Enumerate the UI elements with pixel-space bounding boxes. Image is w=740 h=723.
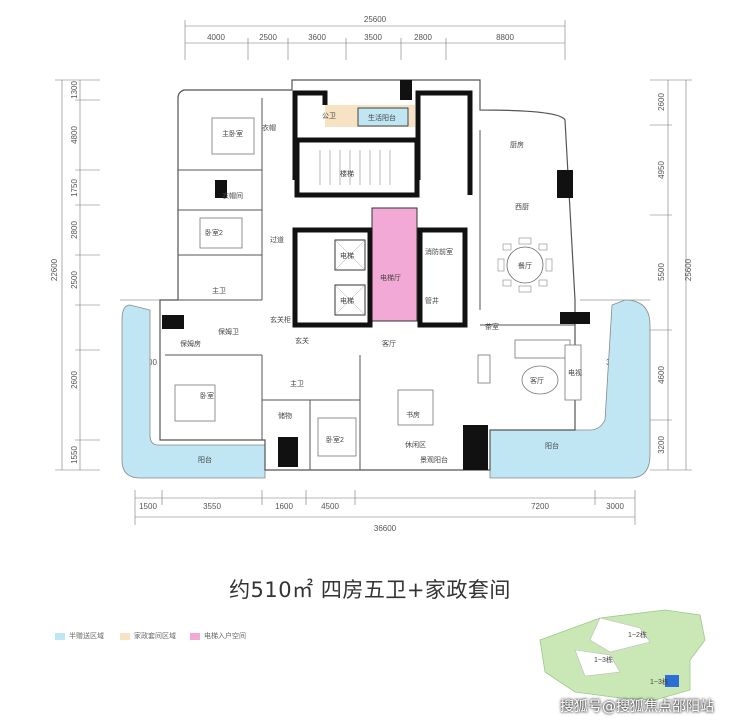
site-map: 1~2栋 1~3栋 1~3栋 [539, 609, 706, 701]
left-dim-2: 4800 [70, 126, 79, 144]
top-dim-4: 3500 [364, 33, 382, 42]
right-dim-4: 4600 [657, 366, 666, 384]
legend-label: 家政套间区域 [134, 633, 176, 640]
balconies [120, 299, 651, 479]
room-label-foyer: 客厅 [382, 339, 396, 348]
legend-item-1: 半赠送区域 [55, 631, 104, 641]
right-dim-3: 5500 [657, 263, 666, 281]
room-label-dining: 餐厅 [518, 261, 532, 270]
columns [162, 80, 590, 470]
room-label-bedroom-3: 卧室 [200, 391, 214, 400]
room-label-storage: 储物 [278, 411, 292, 420]
core-walls [292, 90, 473, 328]
top-dim-5: 2800 [414, 33, 432, 42]
room-label-bedroom-4: 卧室2 [326, 435, 344, 444]
room-label-shaft: 管井 [425, 296, 439, 305]
room-label-entry-hall: 玄关柜 [270, 315, 291, 324]
legend-label: 电梯入户空间 [204, 633, 246, 640]
left-dim-3: 1750 [70, 179, 79, 197]
room-label-bedroom-1: 主卧室 [222, 129, 243, 138]
legend-swatch [190, 632, 200, 640]
beds [174, 117, 434, 457]
room-label-fire-hall: 消防前室 [425, 247, 453, 256]
room-label-living: 客厅 [530, 376, 544, 385]
room-label-tv: 电视 [568, 368, 582, 377]
room-label-stair: 楼梯 [340, 169, 354, 178]
plan-title: 约510㎡ 四房五卫+家政套间 [229, 578, 511, 602]
legend-label: 半赠送区域 [69, 633, 104, 640]
room-label-elevator-a: 电梯 [340, 251, 354, 260]
left-total-dim: 22600 [50, 258, 59, 281]
elevator-hall-zone [371, 207, 418, 322]
right-dim-5: 3200 [657, 436, 666, 454]
room-label-lounge: 休闲区 [405, 440, 426, 449]
room-label-nanny-bath: 保姆卫 [218, 327, 239, 336]
bottom-dim-1: 1500 [139, 502, 157, 511]
kitchen-balcony [357, 107, 409, 127]
bottom-dimension [134, 490, 636, 525]
legend-item-2: 家政套间区域 [120, 631, 176, 641]
bottom-dim-6: 3000 [606, 502, 624, 511]
bottom-dim-2: 3550 [203, 502, 221, 511]
room-label-tea: 茶室 [485, 322, 499, 331]
site-label-2: 1~3栋 [594, 655, 613, 664]
partitions [165, 98, 575, 470]
top-dimension [184, 20, 566, 60]
room-label-balcony-mid: 景观阳台 [420, 455, 448, 464]
bottom-dim-4: 4500 [321, 502, 339, 511]
legend-swatch [55, 632, 65, 640]
room-label-study: 书房 [406, 410, 420, 419]
room-label-balcony-left: 阳台 [198, 455, 212, 464]
room-label-entrance: 玄关 [295, 336, 309, 345]
room-label-western-kitchen: 西厨 [515, 203, 529, 211]
site-label-3: 1~3栋 [650, 677, 669, 686]
top-dim-2: 2500 [259, 33, 277, 42]
site-label-1: 1~2栋 [628, 630, 647, 639]
room-label-wardrobe: 衣帽 [262, 123, 276, 132]
room-label-bath-3: 主卫 [290, 379, 304, 388]
living-sofa [477, 339, 582, 401]
left-dim-6: 2600 [70, 371, 79, 389]
watermark: 搜狐号@搜狐焦点邵阳站 [560, 699, 714, 715]
left-dim-1: 1300 [70, 81, 79, 99]
left-dim-4: 2800 [70, 221, 79, 239]
left-dim-7: 1550 [70, 446, 79, 464]
room-label-bedroom-2: 卧室2 [205, 228, 223, 237]
stair-box [300, 145, 410, 190]
stair-steps [319, 150, 391, 185]
room-label-master-bath: 主卫 [212, 286, 226, 295]
left-dimension [55, 79, 100, 471]
right-total-dim: 25600 [684, 258, 693, 281]
left-dim-5: 2500 [70, 271, 79, 289]
legend-item-3: 电梯入户空间 [190, 631, 246, 641]
room-label-nanny-room: 保姆房 [180, 339, 201, 348]
room-label-kitchen-service: 生活阳台 [368, 113, 396, 122]
room-label-kitchen: 厨房 [510, 140, 524, 149]
room-label-balcony-right: 阳台 [545, 441, 559, 450]
right-dim-2: 4950 [657, 161, 666, 179]
room-labels: 主卧室衣帽公卫卧室2主卫衣帽间过道卧室玄关主卫储物卧室2阳台保姆房保姆卫生活阳台… [180, 112, 582, 464]
room-label-bathroom-toilet: 公卫 [322, 112, 336, 120]
right-dimension [650, 79, 692, 471]
room-label-elevator-hall: 电梯厅 [380, 273, 401, 282]
room-label-cloakroom: 衣帽间 [222, 191, 243, 200]
top-dim-3: 3600 [308, 33, 326, 42]
top-dim-6: 8800 [496, 33, 514, 42]
top-total-dim: 25600 [364, 15, 387, 24]
room-label-elevator-b: 电梯 [340, 296, 354, 305]
dining-table [497, 237, 553, 293]
bottom-total-dim: 36600 [374, 524, 397, 533]
bottom-dim-3: 1600 [275, 502, 293, 511]
room-label-corridor: 过道 [270, 235, 284, 244]
legend-swatch [120, 632, 130, 640]
top-dim-1: 4000 [207, 33, 225, 42]
bottom-dim-5: 7200 [531, 502, 549, 511]
right-dim-1: 2600 [657, 93, 666, 111]
